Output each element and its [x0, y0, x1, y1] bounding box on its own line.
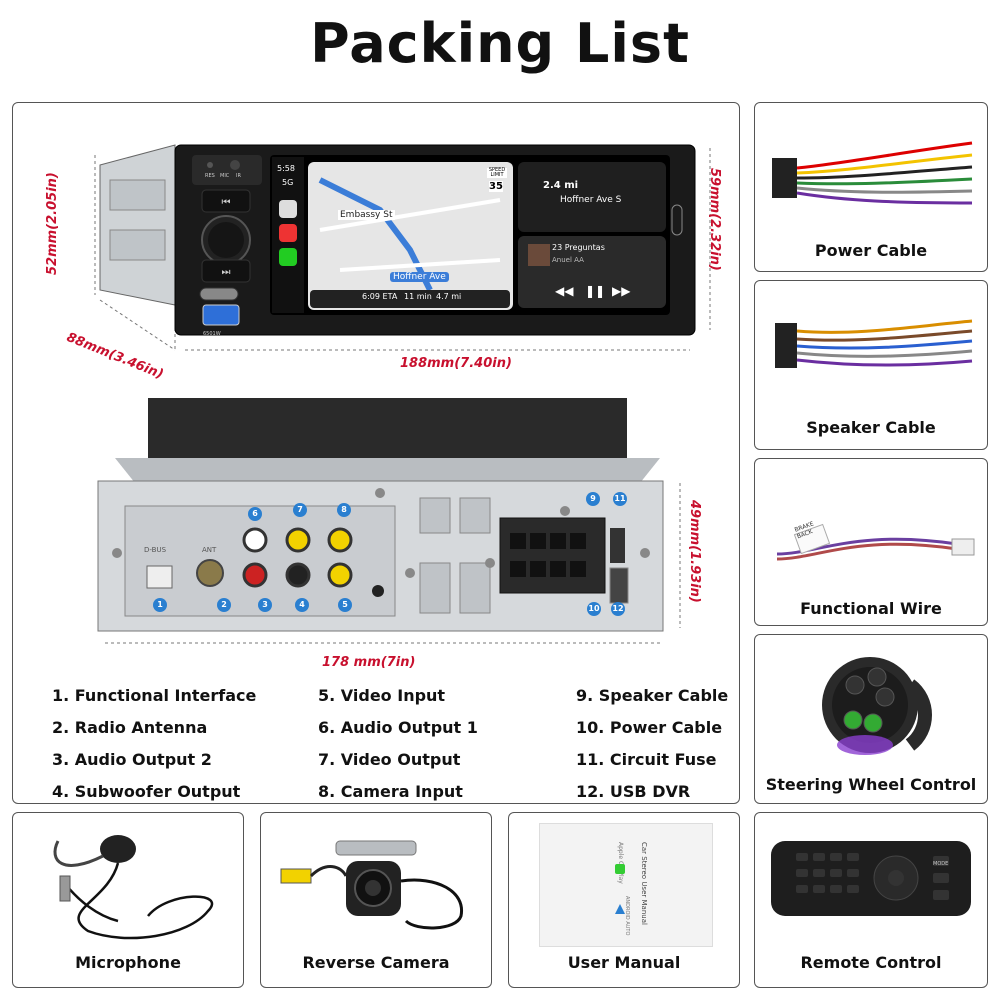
remote-control-label: Remote Control: [800, 953, 942, 972]
port-badge-5: 5: [338, 598, 352, 612]
list-item: 8. Camera Input: [318, 782, 463, 801]
port-badge-3: 3: [258, 598, 272, 612]
list-item: 12. USB DVR: [576, 782, 691, 801]
turn-street: Hoffner Ave S: [560, 195, 622, 205]
manual-auto: ANDROID AUTO: [624, 896, 630, 936]
label-mic: MIC: [220, 173, 230, 179]
eta-time: 6:09 ETA: [362, 292, 398, 301]
speaker-cable-image: [775, 319, 973, 368]
port-badge-10: 10: [587, 602, 601, 616]
remote-mode-button: MODE: [933, 861, 949, 867]
port-badge-8: 8: [337, 503, 351, 517]
screen-signal: 5G: [282, 178, 294, 187]
functional-wire-panel: BRAKE BACK Functional Wire: [754, 458, 988, 626]
list-item: 4. Subwoofer Output: [52, 782, 241, 801]
list-item: 3. Audio Output 2: [52, 750, 212, 769]
label-usb-model: 6501W: [203, 331, 221, 337]
power-cable-image: [772, 141, 973, 205]
manual-carplay-icon: [615, 864, 625, 874]
manual-title: Car Stereo User Manual: [640, 842, 648, 925]
port-badge-9: 9: [586, 492, 600, 506]
label-ir: IR: [236, 173, 241, 179]
steering-wheel-label: Steering Wheel Control: [765, 775, 977, 794]
eta-minutes: 11 min: [404, 292, 432, 301]
list-item: 2. Radio Antenna: [52, 718, 208, 737]
dimension-back-height: 49mm(1.93in): [687, 500, 702, 603]
list-item: 11. Circuit Fuse: [576, 750, 717, 769]
functional-wire-image: [776, 523, 975, 561]
speed-limit-label: SPEED LIMIT: [487, 167, 507, 178]
microphone-image: [53, 835, 213, 940]
list-column-2: 5. Video Input 6. Audio Output 1 7. Vide…: [318, 680, 478, 808]
power-cable-panel: Power Cable: [754, 102, 988, 272]
svg-text:◀◀: ◀◀: [555, 284, 574, 298]
power-cable-label: Power Cable: [814, 241, 928, 260]
dimension-back-width: 178 mm(7in): [322, 655, 416, 670]
port-badge-2: 2: [217, 598, 231, 612]
reverse-camera-image: [280, 840, 463, 930]
list-column-1: 1. Functional Interface 2. Radio Antenna…: [52, 680, 256, 808]
port-badge-1: 1: [153, 598, 167, 612]
screen-time: 5:58: [277, 164, 295, 173]
manual-image: Car Stereo User Manual Apple CarPlay AND…: [539, 823, 713, 947]
map-street-1: Embassy St: [338, 210, 395, 220]
list-item: 10. Power Cable: [576, 718, 723, 737]
microphone-panel: Microphone: [12, 812, 244, 988]
remote-control-image: [771, 841, 971, 916]
port-badge-11: 11: [613, 492, 627, 506]
steering-wheel-panel: Steering Wheel Control: [754, 634, 988, 804]
user-manual-panel: Car Stereo User Manual Apple CarPlay AND…: [508, 812, 740, 988]
list-column-3: 9. Speaker Cable 10. Power Cable 11. Cir…: [576, 680, 728, 808]
steering-wheel-image: [822, 657, 932, 755]
svg-text:❚❚: ❚❚: [585, 284, 605, 298]
speaker-cable-label: Speaker Cable: [806, 418, 936, 437]
reverse-camera-panel: Reverse Camera: [260, 812, 492, 988]
remote-control-panel: MODE Remote Control: [754, 812, 988, 988]
head-unit-back: [97, 398, 681, 644]
speed-limit-value: 35: [489, 181, 503, 192]
list-item: 9. Speaker Cable: [576, 686, 729, 705]
dimension-front-height: 52mm(2.05in): [45, 172, 60, 275]
label-dbus: D-BUS: [144, 546, 167, 554]
port-badge-4: 4: [295, 598, 309, 612]
list-item: 1. Functional Interface: [52, 686, 257, 705]
svg-text:⏭: ⏭: [222, 267, 231, 278]
port-badge-12: 12: [611, 602, 625, 616]
port-badge-6: 6: [248, 507, 262, 521]
functional-wire-label: Functional Wire: [800, 599, 942, 618]
dimension-screen-height: 59mm(2.32in): [707, 168, 722, 271]
dimension-width: 188mm(7.40in): [400, 356, 512, 371]
microphone-label: Microphone: [75, 953, 181, 972]
manual-auto-icon: [615, 904, 625, 914]
speaker-cable-panel: Speaker Cable: [754, 280, 988, 450]
head-unit-front: ⏮ ⏭ ◀◀ ❚❚ ▶▶: [94, 144, 711, 351]
list-item: 5. Video Input: [318, 686, 446, 705]
turn-distance: 2.4 mi: [543, 180, 579, 191]
label-res: RES: [205, 173, 215, 179]
svg-text:▶▶: ▶▶: [612, 284, 631, 298]
list-item: 7. Video Output: [318, 750, 461, 769]
page-title: Packing List: [310, 12, 690, 75]
manual-carplay: Apple CarPlay: [617, 842, 624, 884]
map-street-2: Hoffner Ave: [390, 272, 449, 282]
eta-distance: 4.7 mi: [436, 292, 462, 301]
port-badge-7: 7: [293, 503, 307, 517]
svg-text:⏮: ⏮: [222, 197, 231, 208]
list-item: 6. Audio Output 1: [318, 718, 478, 737]
song-title: 23 Preguntas: [552, 243, 605, 252]
user-manual-label: User Manual: [567, 953, 681, 972]
song-artist: Anuel AA: [552, 256, 584, 264]
reverse-camera-label: Reverse Camera: [302, 953, 450, 972]
label-ant: ANT: [202, 546, 217, 554]
